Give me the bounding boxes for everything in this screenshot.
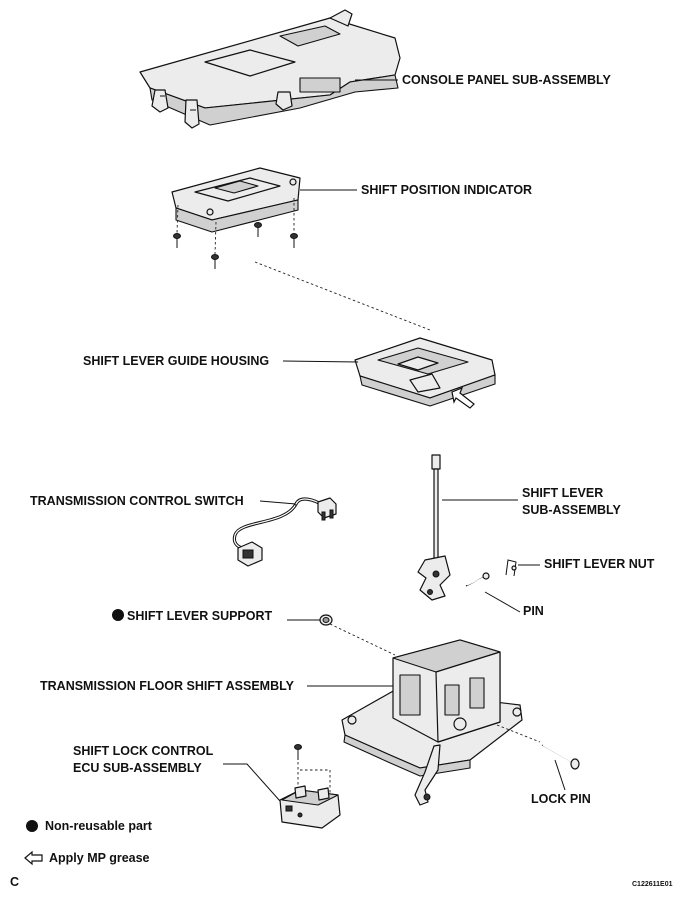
label-console-panel: CONSOLE PANEL SUB-ASSEMBLY (402, 73, 611, 87)
label-pin: PIN (523, 604, 544, 618)
non-reusable-marker (112, 609, 124, 621)
label-shift-position-indicator: SHIFT POSITION INDICATOR (361, 183, 532, 197)
label-shift-lever-support: SHIFT LEVER SUPPORT (127, 609, 273, 623)
label-shift-lock-ecu-line2: ECU SUB-ASSEMBLY (73, 761, 202, 775)
label-shift-lever-nut: SHIFT LEVER NUT (544, 557, 655, 571)
indicator-screws (173, 198, 298, 269)
shift-lock-ecu-drawing (279, 785, 341, 829)
corner-letter: C (10, 875, 19, 889)
transmission-floor-shift-drawing (341, 639, 523, 806)
transmission-control-switch-drawing (232, 497, 337, 567)
leader-shift-lock-ecu (223, 763, 289, 811)
label-shift-lever-guide-housing: SHIFT LEVER GUIDE HOUSING (83, 354, 269, 368)
shift-lever-support-drawing (319, 614, 333, 626)
console-panel-drawing (139, 9, 401, 129)
label-lock-pin: LOCK PIN (531, 792, 591, 806)
dashed-guide-support (329, 623, 396, 656)
label-shift-lever-line2: SUB-ASSEMBLY (522, 503, 622, 517)
grease-arrow-housing (451, 386, 475, 409)
filled-circle-icon (26, 820, 38, 832)
lock-pin-drawing (541, 744, 580, 770)
legend-non-reusable: Non-reusable part (45, 819, 153, 833)
leader-transmission-control-switch (259, 500, 297, 505)
dashed-guide-indicator-to-housing (254, 261, 431, 331)
label-shift-lock-ecu-line1: SHIFT LOCK CONTROL (73, 744, 214, 758)
ecu-screw (294, 744, 331, 795)
label-transmission-control-switch: TRANSMISSION CONTROL SWITCH (30, 494, 244, 508)
label-transmission-floor-shift: TRANSMISSION FLOOR SHIFT ASSEMBLY (40, 679, 295, 693)
shift-position-indicator-drawing (171, 167, 301, 233)
legend-apply-grease: Apply MP grease (49, 851, 150, 865)
shift-lever-guide-housing-drawing (354, 337, 496, 407)
label-shift-lever-line1: SHIFT LEVER (522, 486, 603, 500)
shift-lever-nut-drawing (505, 559, 517, 577)
pin-drawing (465, 572, 490, 587)
hollow-arrow-icon (24, 850, 43, 866)
leader-guide-housing (282, 360, 359, 363)
leader-pin (484, 591, 521, 613)
shift-lever-drawing (417, 454, 451, 601)
figure-code: C122611E01 (632, 881, 673, 888)
leader-lock-pin (554, 759, 566, 791)
